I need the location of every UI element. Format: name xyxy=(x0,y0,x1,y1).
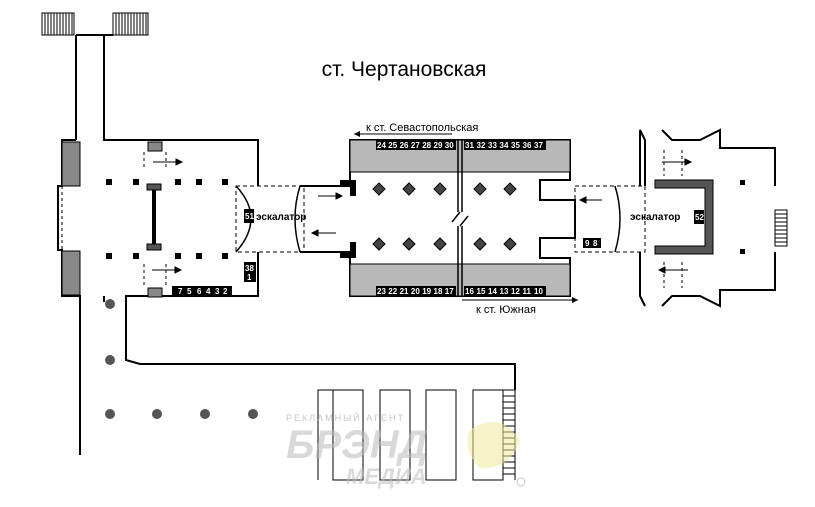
ad-slot-28: 28 xyxy=(422,141,431,150)
ad-slot-33: 33 xyxy=(488,141,497,150)
ad-slot-24: 24 xyxy=(377,141,386,150)
corner-top xyxy=(340,180,356,196)
ad-slot-17: 17 xyxy=(445,287,454,296)
ad-slot-31: 31 xyxy=(465,141,474,150)
watermark-line3: МЕДИА xyxy=(346,464,427,489)
ad-slot-18: 18 xyxy=(434,287,443,296)
watermark-line2: БРЭНД xyxy=(286,423,428,467)
ad-slot-10: 10 xyxy=(534,287,543,296)
right-dashes xyxy=(663,150,683,288)
watermark-logo: РЕКЛАМНЫЙ АГЕНТ БРЭНД МЕДИА xyxy=(286,412,526,489)
ad-slot-7: 7 xyxy=(178,287,183,296)
ad-slot-34: 34 xyxy=(500,141,509,150)
ad-slot-2: 2 xyxy=(223,287,228,296)
ad-slot-52: 52 xyxy=(695,213,704,222)
ad-slot-36: 36 xyxy=(523,141,532,150)
ad-slot-4: 4 xyxy=(206,287,211,296)
ad-slot-14: 14 xyxy=(488,287,497,296)
registered-mark xyxy=(516,477,526,487)
left-vestibule xyxy=(57,34,516,455)
ad-slot-26: 26 xyxy=(400,141,409,150)
ad-slot-13: 13 xyxy=(500,287,509,296)
right-stairs xyxy=(774,209,788,247)
platform-columns xyxy=(372,182,517,251)
ad-slot-32: 32 xyxy=(477,141,486,150)
ad-slot-1: 1 xyxy=(247,273,252,282)
station-title: ст. Чертановская xyxy=(322,58,487,81)
left-hall-arrows xyxy=(152,158,184,274)
left-side-ad-slots: 38 1 xyxy=(244,262,256,282)
north-direction-label: к ст. Севастопольская xyxy=(366,122,478,134)
ad-slot-8: 8 xyxy=(593,239,598,248)
top-left-stairs xyxy=(41,12,149,36)
ad-slot-29: 29 xyxy=(434,141,443,150)
bottom-platform-ads xyxy=(376,286,546,296)
ad-slot-5: 5 xyxy=(187,287,192,296)
right-escalator-frame xyxy=(654,179,714,255)
ad-slot-3: 3 xyxy=(215,287,220,296)
ad-slot-20: 20 xyxy=(411,287,420,296)
ad-slot-11: 11 xyxy=(523,287,532,296)
ad-slot-23: 23 xyxy=(377,287,386,296)
left-wall-block-top xyxy=(61,141,81,187)
south-direction-label: к ст. Южная xyxy=(476,304,536,316)
ad-slot-51: 51 xyxy=(245,212,254,221)
gate-top xyxy=(147,141,163,152)
ad-slot-27: 27 xyxy=(411,141,420,150)
left-escalator: 51 эскалатор xyxy=(235,185,306,253)
top-platform-ads xyxy=(376,140,546,150)
ad-slot-21: 21 xyxy=(400,287,409,296)
ad-slot-37: 37 xyxy=(534,141,543,150)
ad-slot-35: 35 xyxy=(511,141,520,150)
track-divider xyxy=(451,140,469,296)
ad-slot-12: 12 xyxy=(511,287,520,296)
right-vestibule-walls xyxy=(639,128,776,308)
watermark-line1: РЕКЛАМНЫЙ АГЕНТ xyxy=(286,412,405,423)
left-bottom-ad-row: 7 5 6 4 3 2 xyxy=(172,286,232,296)
south-direction: к ст. Южная xyxy=(462,297,578,316)
corner-bottom xyxy=(340,242,356,258)
ad-slot-9: 9 xyxy=(585,239,590,248)
ad-slot-16: 16 xyxy=(465,287,474,296)
left-hall-dashes xyxy=(61,152,167,286)
ad-slot-19: 19 xyxy=(422,287,431,296)
ad-slot-38: 38 xyxy=(245,264,254,273)
left-escalator-arrows xyxy=(310,192,344,237)
right-columns xyxy=(740,180,745,254)
right-escalator-arrows xyxy=(578,196,602,204)
left-escalator-label: эскалатор xyxy=(256,212,306,223)
central-divider xyxy=(146,183,162,251)
ad-slot-15: 15 xyxy=(477,287,486,296)
left-hall-columns xyxy=(106,179,228,259)
ad-slot-25: 25 xyxy=(388,141,397,150)
right-escalator: эскалатор 52 9 8 xyxy=(574,185,704,253)
ad-slot-6: 6 xyxy=(197,287,202,296)
right-escalator-label: эскалатор xyxy=(630,212,680,223)
left-wall-block-bottom xyxy=(61,250,81,296)
ad-slot-22: 22 xyxy=(388,287,397,296)
north-direction: к ст. Севастопольская xyxy=(354,122,478,137)
ad-slot-30: 30 xyxy=(445,141,454,150)
outside-columns xyxy=(105,299,258,419)
watermark-emblem xyxy=(467,422,520,469)
gate-bottom xyxy=(147,287,163,298)
